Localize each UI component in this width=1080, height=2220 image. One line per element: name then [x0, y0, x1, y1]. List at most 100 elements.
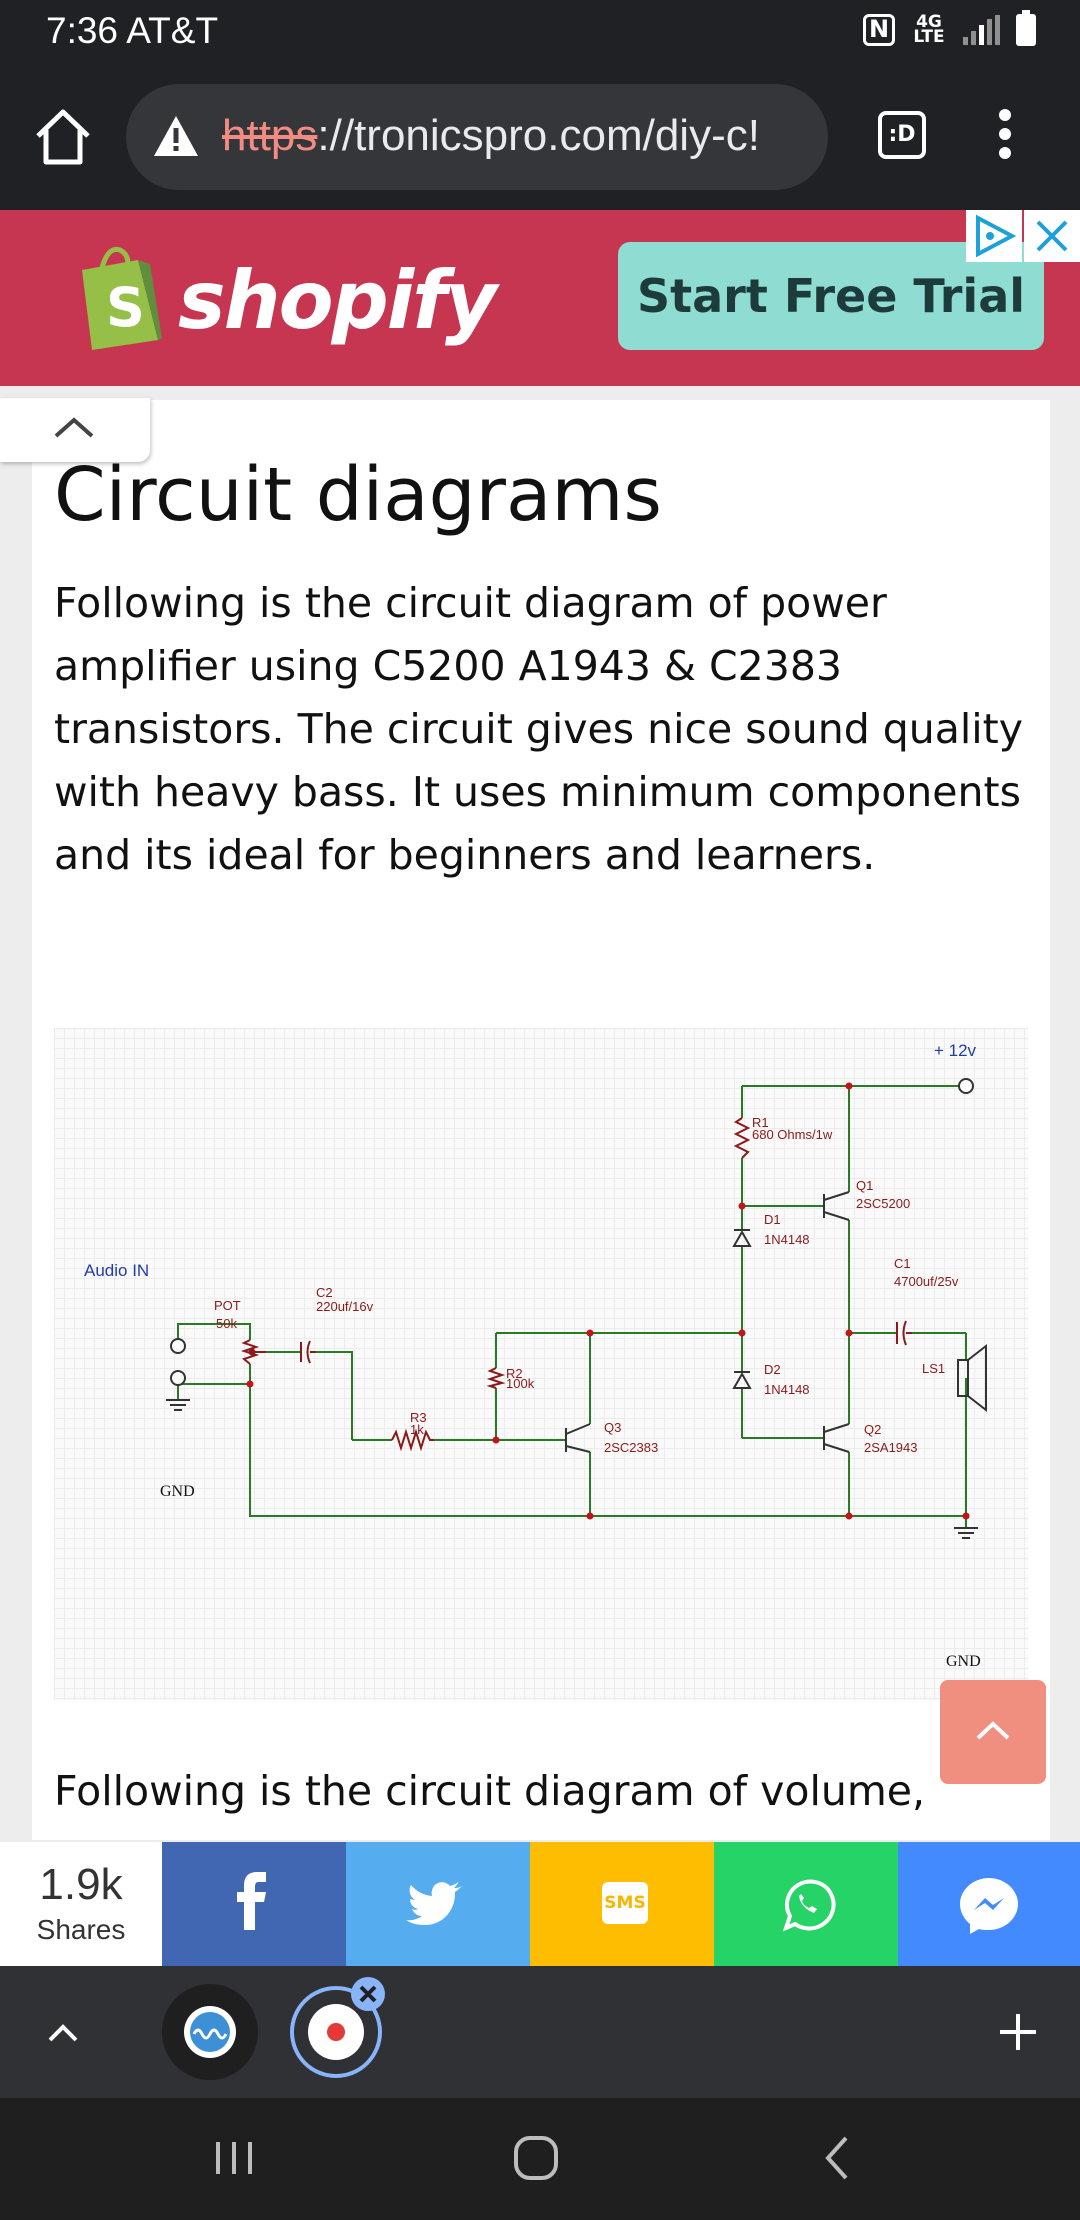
share-count: 1.9k Shares — [0, 1842, 162, 1966]
wire-c2-right — [316, 1351, 353, 1440]
label-pot-value: 50k — [216, 1316, 237, 1331]
junction-dots — [246, 1082, 970, 1520]
pot-arrow — [248, 1348, 254, 1356]
browser-toolbar: https://tronicspro.com/diy-c! :D — [0, 66, 1080, 210]
resistor-r2 — [486, 1367, 506, 1389]
recent-apps-icon[interactable] — [204, 2128, 264, 2188]
whatsapp-icon — [782, 1879, 836, 1932]
label-q3-name: Q3 — [604, 1420, 621, 1435]
label-c1-name: C1 — [894, 1256, 911, 1271]
wire-ground-rail — [249, 1384, 966, 1517]
capacitor-c1 — [896, 1320, 912, 1346]
label-audio-in: Audio IN — [84, 1261, 149, 1280]
audio-in-terminal — [170, 1338, 186, 1354]
share-whatsapp-button[interactable] — [714, 1842, 898, 1966]
ad-brand-name: shopify — [178, 254, 497, 347]
speaker-ls1 — [957, 1343, 987, 1413]
circuit-diagram: + 12v Audio IN GND GND POT 50k C2 220uf/… — [54, 1028, 1028, 1700]
capacitor-c2 — [300, 1340, 316, 1364]
label-c2-name: C2 — [316, 1285, 333, 1300]
label-gnd-right: GND — [946, 1653, 981, 1670]
ad-close-icon[interactable] — [1024, 210, 1080, 262]
add-tab-icon[interactable] — [988, 2002, 1048, 2062]
status-bar: 7:36 AT&T N 4G LTE — [0, 0, 1080, 66]
audio-gnd-terminal — [170, 1370, 186, 1386]
label-r2-value: 100k — [506, 1376, 535, 1391]
resistor-r3 — [391, 1428, 434, 1452]
chevron-up-icon[interactable] — [28, 1998, 98, 2068]
label-r1-value: 680 Ohms/1w — [752, 1127, 833, 1142]
status-icons: N 4G LTE — [863, 10, 1036, 47]
transistor-q3 — [565, 1423, 591, 1453]
wire-audio-gnd — [178, 1364, 251, 1385]
not-secure-warning-icon[interactable] — [152, 114, 200, 158]
back-nav-icon[interactable] — [808, 2128, 868, 2188]
adchoices-icon[interactable] — [966, 210, 1022, 262]
label-r3-value: 1k — [410, 1422, 424, 1437]
home-icon[interactable] — [30, 104, 96, 170]
share-facebook-button[interactable] — [162, 1842, 346, 1966]
share-count-number: 1.9k — [39, 1860, 123, 1909]
signal-icon — [963, 15, 1000, 45]
sms-icon: SMS — [602, 1882, 648, 1924]
chevron-up-icon — [54, 417, 94, 438]
label-c2-value: 220uf/16v — [316, 1299, 374, 1314]
home-nav-icon[interactable] — [506, 2128, 566, 2188]
label-c1-value: 4700uf/25v — [894, 1274, 959, 1289]
share-messenger-button[interactable] — [898, 1842, 1080, 1966]
label-d1-name: D1 — [764, 1212, 781, 1227]
shopify-bag-icon: S — [82, 246, 162, 350]
intro-paragraph: Following is the circuit diagram of powe… — [54, 579, 1024, 879]
label-r1-name: R1 — [752, 1115, 769, 1130]
label-r3-name: R3 — [410, 1410, 427, 1425]
label-q2-name: Q2 — [864, 1422, 881, 1437]
circuit-schematic: + 12v Audio IN GND GND POT 50k C2 220uf/… — [84, 1041, 987, 1670]
ad-banner[interactable]: S shopify Start Free Trial — [0, 210, 1080, 386]
wire-audio-top — [177, 1323, 251, 1353]
messenger-icon — [960, 1878, 1018, 1934]
chevron-up-icon — [976, 1721, 1010, 1740]
system-nav-bar — [0, 2098, 1080, 2220]
url-path: ://tronicspro.com/diy-c! — [317, 111, 760, 160]
label-q1-value: 2SC5200 — [856, 1196, 910, 1211]
ground-symbol-right — [954, 1527, 978, 1539]
more-options-icon[interactable] — [990, 106, 1020, 166]
scroll-to-top-button[interactable] — [940, 1680, 1046, 1784]
url-text[interactable]: https://tronicspro.com/diy-c! — [222, 111, 760, 161]
ground-symbol-left — [166, 1399, 190, 1411]
twitter-icon — [406, 1882, 462, 1925]
transistor-q1 — [823, 1191, 850, 1221]
facebook-icon — [237, 1872, 266, 1930]
label-r2-name: R2 — [506, 1366, 523, 1381]
network-type: 4G LTE — [913, 12, 945, 47]
battery-icon — [1016, 10, 1036, 46]
label-q2-value: 2SA1943 — [864, 1440, 918, 1455]
label-q3-value: 2SC2383 — [604, 1440, 658, 1455]
label-d2-value: 1N4148 — [764, 1382, 810, 1397]
share-sms-button[interactable]: SMS — [530, 1842, 714, 1966]
active-app-tab-icon[interactable] — [282, 1974, 392, 2084]
supply-terminal — [958, 1078, 974, 1094]
label-d2-name: D2 — [764, 1362, 781, 1377]
svg-text:S: S — [106, 276, 145, 339]
url-scheme: https — [222, 111, 318, 160]
potentiometer-pot — [240, 1339, 260, 1365]
label-ls-name: LS1 — [922, 1361, 945, 1376]
label-pot-name: POT — [214, 1298, 241, 1313]
bottom-toolbar — [0, 1966, 1080, 2098]
url-bar[interactable]: https://tronicspro.com/diy-c! — [126, 84, 828, 190]
status-time-carrier: 7:36 AT&T — [46, 10, 219, 51]
diode-d1 — [732, 1229, 752, 1247]
transistor-q2 — [823, 1423, 850, 1453]
label-d1-value: 1N4148 — [764, 1232, 810, 1247]
tab-switcher-button[interactable]: :D — [878, 111, 926, 159]
resistor-r1 — [733, 1117, 751, 1159]
share-count-label: Shares — [36, 1914, 126, 1945]
label-q1-name: Q1 — [856, 1178, 873, 1193]
second-paragraph: Following is the circuit diagram of volu… — [54, 1767, 926, 1815]
label-gnd-left: GND — [160, 1483, 195, 1500]
section-heading: Circuit diagrams — [54, 452, 662, 538]
collapse-ad-button[interactable] — [0, 398, 150, 462]
app-tab-icon[interactable] — [160, 1982, 260, 2082]
share-twitter-button[interactable] — [346, 1842, 530, 1966]
